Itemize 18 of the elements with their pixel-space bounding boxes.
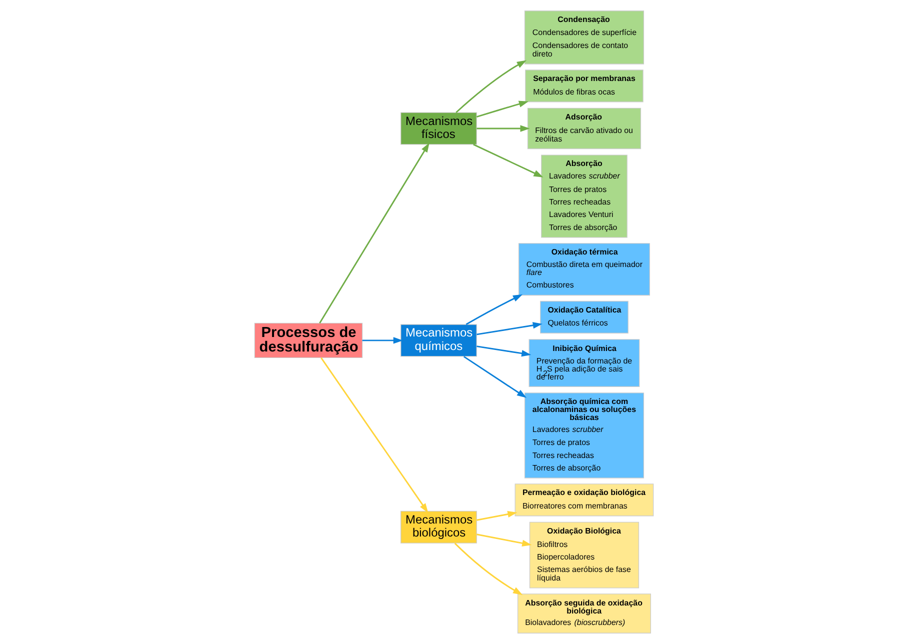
arrow <box>476 100 528 118</box>
arrow <box>472 144 543 178</box>
arrow <box>320 357 428 513</box>
node-box: Mecanismos químicos <box>400 324 476 357</box>
arrow <box>362 337 402 344</box>
arrow <box>476 322 542 336</box>
arrow <box>476 346 531 357</box>
arrow <box>455 60 526 114</box>
arrow <box>318 142 429 324</box>
arrow <box>476 534 532 546</box>
node-box: Mecanismos físicos <box>400 112 476 145</box>
arrow <box>476 510 517 521</box>
node-box: Mecanismos biológicos <box>400 510 476 544</box>
arrow <box>462 356 526 398</box>
node-box: Processos de dessulfuração <box>254 322 362 358</box>
arrow <box>465 294 522 326</box>
arrow <box>476 125 530 132</box>
arrow <box>454 542 522 595</box>
